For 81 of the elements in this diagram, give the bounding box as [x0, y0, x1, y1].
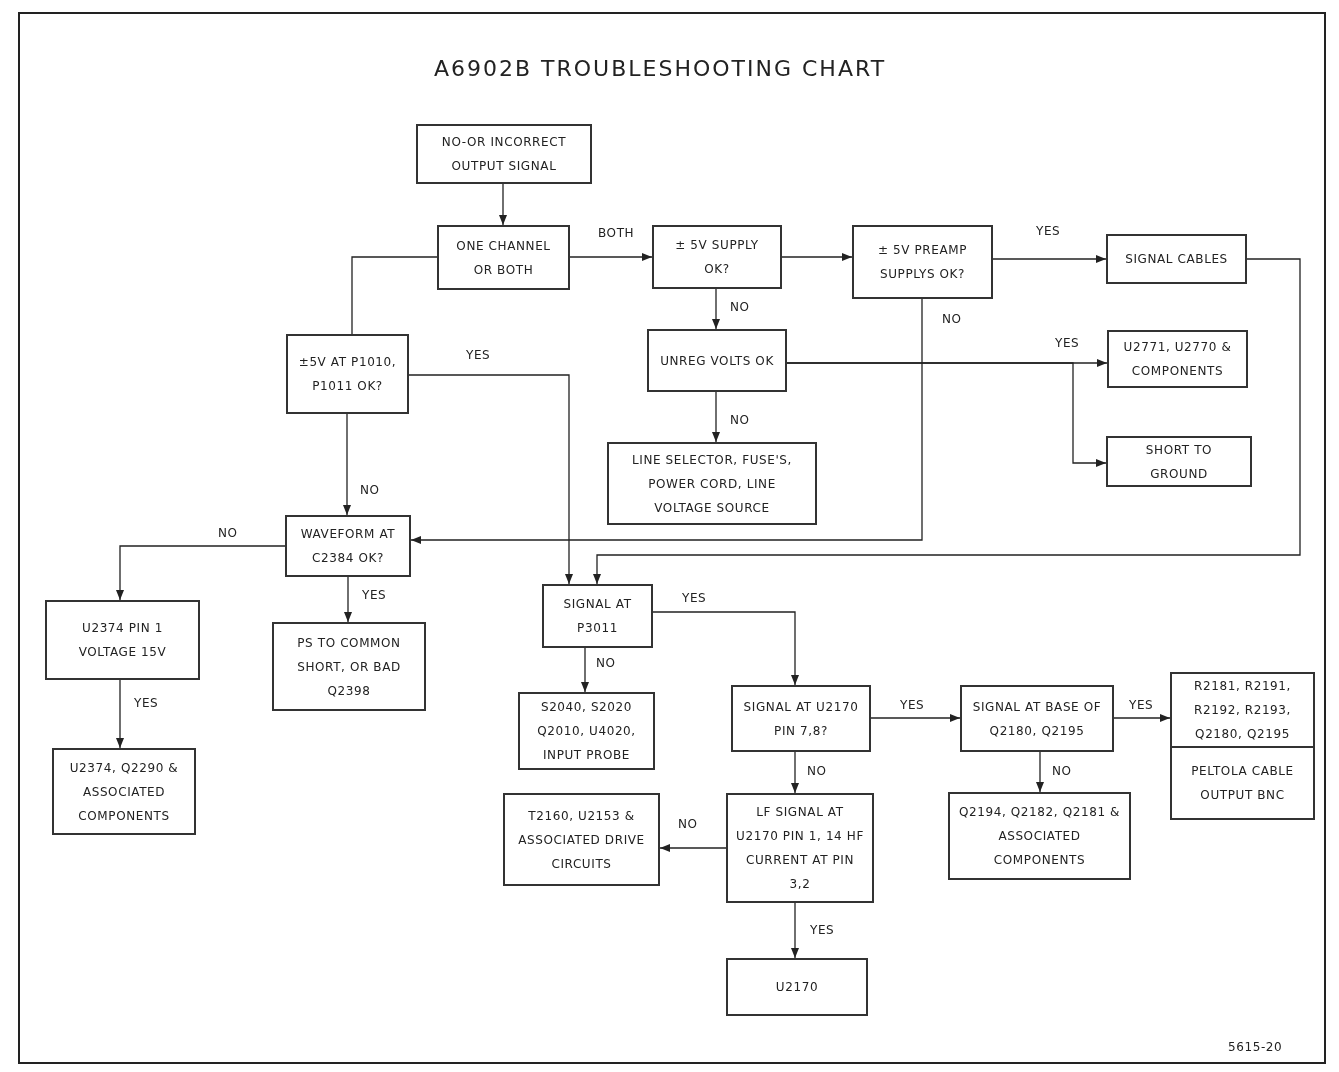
edge-label: NO	[728, 300, 752, 314]
process-box	[726, 958, 868, 1016]
process-box	[1106, 234, 1247, 284]
box-text: Q2194, Q2182, Q2181 & ASSOCIATED COMPONENTS	[958, 804, 1121, 869]
chart-title: A6902B TROUBLESHOOTING CHART	[432, 56, 888, 81]
arrow	[408, 374, 573, 585]
edge-label: NO	[676, 817, 700, 831]
edge-label: NO	[940, 312, 964, 326]
process-box	[503, 793, 660, 886]
box-text: U2374, Q2290 & ASSOCIATED COMPONENTS	[68, 759, 180, 825]
connector-line	[351, 256, 438, 335]
process-box	[52, 748, 196, 835]
arrow	[410, 298, 923, 544]
process-box	[518, 692, 655, 770]
process-box	[726, 793, 874, 903]
edge-label: NO	[805, 764, 829, 778]
box-text: S2040, S2020 Q2010, U4020, INPUT PROBE	[536, 699, 637, 764]
process-box	[948, 792, 1131, 880]
box-text: U2771, U2770 & COMPONENTS	[1122, 339, 1233, 380]
arrow	[786, 362, 1107, 467]
process-box	[1170, 672, 1315, 820]
process-box	[542, 584, 653, 648]
process-box	[731, 685, 871, 752]
box-text: PELTOLA CABLE OUTPUT BNC	[1172, 746, 1313, 818]
process-box	[286, 334, 409, 414]
box-text: U2374 PIN 1 VOLTAGE 15V	[77, 620, 168, 661]
process-box	[1106, 436, 1252, 487]
process-box	[852, 225, 993, 299]
process-box	[652, 225, 782, 289]
process-box	[1107, 330, 1248, 388]
edge-label: NO	[728, 413, 752, 427]
figure-number: 5615-20	[1228, 1040, 1283, 1054]
box-text: SIGNAL CABLES	[1124, 251, 1229, 268]
process-box	[607, 442, 817, 525]
process-box	[272, 622, 426, 711]
box-text: WAVEFORM AT C2384 OK?	[299, 526, 397, 567]
arrow	[569, 253, 653, 261]
box-text: PS TO COMMON SHORT, OR BAD Q2398	[296, 634, 402, 700]
arrow	[659, 844, 727, 852]
box-text: ONE CHANNEL OR BOTH	[455, 237, 552, 279]
arrow	[791, 751, 799, 794]
edge-label: NO	[1050, 764, 1074, 778]
box-text: ± 5V SUPPLY OK?	[674, 237, 760, 278]
arrow	[992, 255, 1107, 263]
box-text: LINE SELECTOR, FUSE'S, POWER CORD, LINE VOLTAGE SOURCE	[631, 451, 793, 517]
arrow	[116, 679, 124, 749]
box-text: T2160, U2153 & ASSOCIATED DRIVE CIRCUITS	[517, 807, 646, 873]
arrow	[870, 714, 961, 722]
box-text: SIGNAL AT BASE OF Q2180, Q2195	[971, 698, 1103, 740]
process-box	[285, 515, 411, 577]
arrow	[1113, 714, 1171, 722]
edge-label: NO	[594, 656, 618, 670]
box-text: NO-OR INCORRECT OUTPUT SIGNAL	[440, 134, 568, 175]
arrow	[343, 413, 351, 516]
arrow	[712, 288, 720, 330]
process-box	[437, 225, 570, 290]
arrow	[593, 258, 1301, 585]
box-text: U2170	[774, 979, 820, 996]
box-text: ±5V AT P1010, P1011 OK?	[297, 354, 398, 395]
box-text: SHORT TO GROUND	[1144, 441, 1214, 483]
edge-label: NO	[358, 483, 382, 497]
box-text: LF SIGNAL AT U2170 PIN 1, 14 HF CURRENT AT PIN 3,2	[735, 804, 865, 893]
arrow	[1036, 751, 1044, 793]
arrow	[581, 647, 589, 693]
arrow	[344, 576, 352, 623]
process-box	[45, 600, 200, 680]
arrow	[712, 391, 720, 443]
box-text: SIGNAL AT U2170 PIN 7,8?	[742, 698, 860, 740]
process-box	[416, 124, 592, 184]
box-text: SIGNAL AT P3011	[562, 596, 633, 637]
box-text: R2181, R2191, R2192, R2193, Q2180, Q2195	[1193, 678, 1292, 743]
arrow	[652, 611, 799, 686]
process-box	[647, 329, 787, 392]
arrow	[791, 902, 799, 959]
arrow	[781, 253, 853, 261]
edge-label: NO	[216, 526, 240, 540]
arrow	[116, 545, 286, 601]
process-box	[960, 685, 1114, 752]
arrow	[499, 183, 507, 226]
box-text: ± 5V PREAMP SUPPLYS OK?	[876, 242, 969, 283]
box-text: UNREG VOLTS OK	[659, 352, 775, 370]
